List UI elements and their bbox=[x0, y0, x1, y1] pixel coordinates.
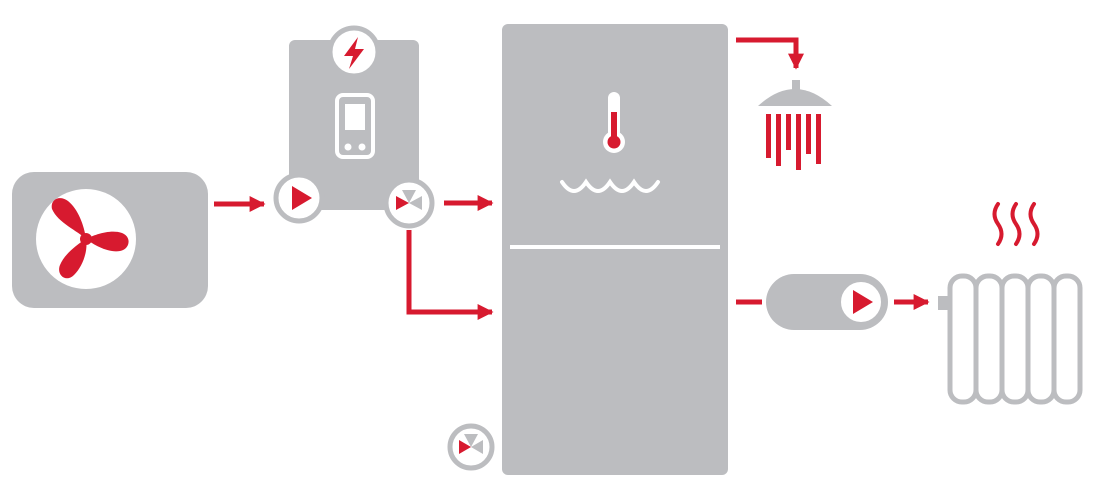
heating-circuit-pump bbox=[766, 274, 888, 330]
pump-play-icon bbox=[292, 186, 312, 210]
flow-arrow-valve-to-tank-lower bbox=[406, 230, 494, 321]
waves-icon bbox=[560, 178, 660, 193]
circulation-pump bbox=[273, 172, 325, 224]
storage-tank bbox=[502, 24, 728, 475]
controller-unit bbox=[289, 40, 419, 210]
drain-valve bbox=[447, 423, 495, 471]
thermostat-display-icon bbox=[335, 93, 375, 159]
shower-icon bbox=[758, 80, 832, 170]
heat-pump-unit bbox=[12, 172, 208, 308]
diverter-valve bbox=[383, 177, 435, 229]
valve-icon bbox=[396, 190, 422, 210]
pump-play-icon bbox=[853, 290, 873, 314]
radiator-icon bbox=[938, 273, 1083, 405]
fan-icon bbox=[36, 189, 136, 289]
radiator bbox=[938, 273, 1083, 405]
flow-arrow-tank-to-shower bbox=[736, 37, 805, 70]
shower-outlet bbox=[758, 80, 832, 170]
valve-icon bbox=[459, 434, 483, 454]
power-supply bbox=[327, 25, 381, 79]
heat-waves-icon bbox=[992, 202, 1040, 246]
lightning-bolt-icon bbox=[344, 37, 364, 69]
thermometer-icon bbox=[603, 92, 625, 153]
